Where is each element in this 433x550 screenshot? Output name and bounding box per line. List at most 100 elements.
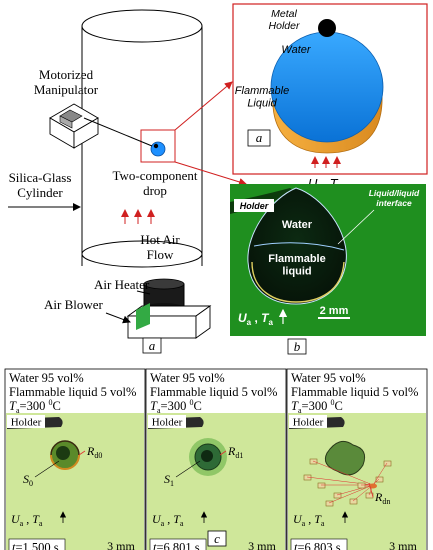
frame-drop-core	[56, 446, 70, 460]
frame-fragment	[349, 498, 358, 505]
frame-fragment-ray	[352, 484, 374, 502]
photo-holder-label-box	[234, 199, 274, 212]
photo-holder-label: Holder	[240, 201, 269, 211]
air-blower-pointer	[105, 312, 131, 324]
frame-radius-label: Rd0	[86, 444, 102, 460]
frame-fragment	[333, 492, 342, 499]
frame-fragment	[375, 476, 384, 483]
frame-fragment	[365, 492, 374, 499]
frame-radius-line	[78, 450, 86, 456]
frame-flow-label: Ua , Ta	[11, 512, 43, 528]
frame-line-flammable: Flammable liquid 5 vol%	[9, 385, 136, 399]
frame-time-label: t=6.803 s	[294, 541, 341, 550]
manipulator-rod	[83, 117, 153, 147]
photo-label-box	[287, 338, 307, 355]
frame-fragment	[317, 482, 326, 489]
frame-line-water: Water 95 vol%	[9, 371, 84, 385]
frame-drop-core	[201, 450, 213, 462]
frame-scale-label: 3 mm	[389, 539, 417, 550]
frame-fragment-ray	[328, 484, 374, 504]
frame-line-water: Water 95 vol%	[291, 371, 366, 385]
frame-fragment	[357, 482, 366, 489]
frame-scale-label: 3 mm	[248, 539, 276, 550]
photo-scale-label: 2 mm	[320, 305, 349, 317]
frame-panel-3: Water 95 vol%Flammable liquid 5 vol%Ta=3…	[286, 368, 428, 550]
frame-fragment	[383, 460, 392, 467]
frame-holder-label-box	[148, 415, 186, 428]
frame-radius-label: Rdn	[374, 490, 390, 506]
frame-fragment	[325, 500, 334, 507]
frame-temperature: Ta=300 0C	[150, 398, 202, 415]
inset-label-box	[247, 129, 271, 147]
frame-temperature: Ta=300 0C	[291, 398, 343, 415]
frame-time-box	[290, 538, 348, 550]
air-blower-label: Air Blower	[44, 297, 104, 312]
frame-flow-label: Ua , Ta	[293, 512, 325, 528]
frame-scale-label: 3 mm	[107, 539, 135, 550]
frame-holder-label: Holder	[152, 417, 183, 429]
manipulator-icon	[49, 103, 99, 149]
photo-label: b	[294, 339, 301, 354]
frame-image	[147, 413, 285, 550]
frame-holder-label: Holder	[11, 417, 42, 429]
bottom-label: c	[214, 531, 220, 546]
frame-line-flammable: Flammable liquid 5 vol%	[291, 385, 418, 399]
frame-holder-label-box	[7, 415, 45, 428]
frame-panel-1: Water 95 vol%Flammable liquid 5 vol%Ta=3…	[4, 368, 146, 550]
air-heater-pointer	[136, 290, 151, 295]
frame-holder-label: Holder	[293, 417, 324, 429]
schematic-label-box	[142, 337, 162, 354]
inset-label: a	[256, 130, 263, 145]
air-heater-label: Air Heater	[94, 277, 150, 292]
frame-holder-label-box	[289, 415, 327, 428]
photo-flammable-rim	[251, 261, 345, 303]
frame-radius-label: Rd1	[227, 444, 243, 460]
frame-fragment-ray	[336, 484, 374, 496]
frame-area-pointer	[175, 460, 201, 478]
frame-drop	[324, 440, 366, 476]
frame-time-label: t=6.801 s	[153, 541, 200, 550]
frame-temperature: Ta=300 0C	[9, 398, 61, 415]
frame-fragment-ray	[312, 460, 374, 486]
frame-area-label: S0	[23, 472, 33, 488]
photo-drop-body	[247, 187, 347, 305]
water-label: Water	[281, 44, 311, 56]
frames-row: Water 95 vol%Flammable liquid 5 vol%Ta=3…	[4, 368, 428, 550]
air-blower-icon	[126, 303, 212, 339]
schematic-label: a	[149, 338, 156, 353]
frame-image	[6, 413, 144, 550]
frame-fragment	[309, 458, 318, 465]
photo-interface-line	[253, 242, 345, 251]
photo-interface-pointer	[337, 209, 375, 245]
frame-time-box	[149, 538, 207, 550]
frame-line-water: Water 95 vol%	[150, 371, 225, 385]
cylinder-bottom	[81, 240, 203, 268]
frame-fragment-ray	[372, 462, 388, 486]
frame-area-label: S1	[164, 472, 174, 488]
frame-line-flammable: Flammable liquid 5 vol%	[150, 385, 277, 399]
frame-area-pointer	[34, 460, 60, 478]
frame-image	[288, 413, 426, 550]
frame-drop-rim	[50, 454, 80, 470]
frame-time-box	[8, 538, 66, 550]
frame-flow-label: Ua , Ta	[152, 512, 184, 528]
photo-water-label: Water	[282, 219, 313, 231]
bottom-label-box	[207, 530, 227, 547]
frame-radius-line	[219, 450, 227, 456]
photo-flow-label: Ua , Ta	[238, 311, 273, 327]
zoom-line-lower	[174, 161, 247, 186]
frame-time-label: t=1.500 s	[12, 541, 59, 550]
cylinder-top	[81, 9, 203, 43]
drop-dot	[150, 141, 166, 157]
